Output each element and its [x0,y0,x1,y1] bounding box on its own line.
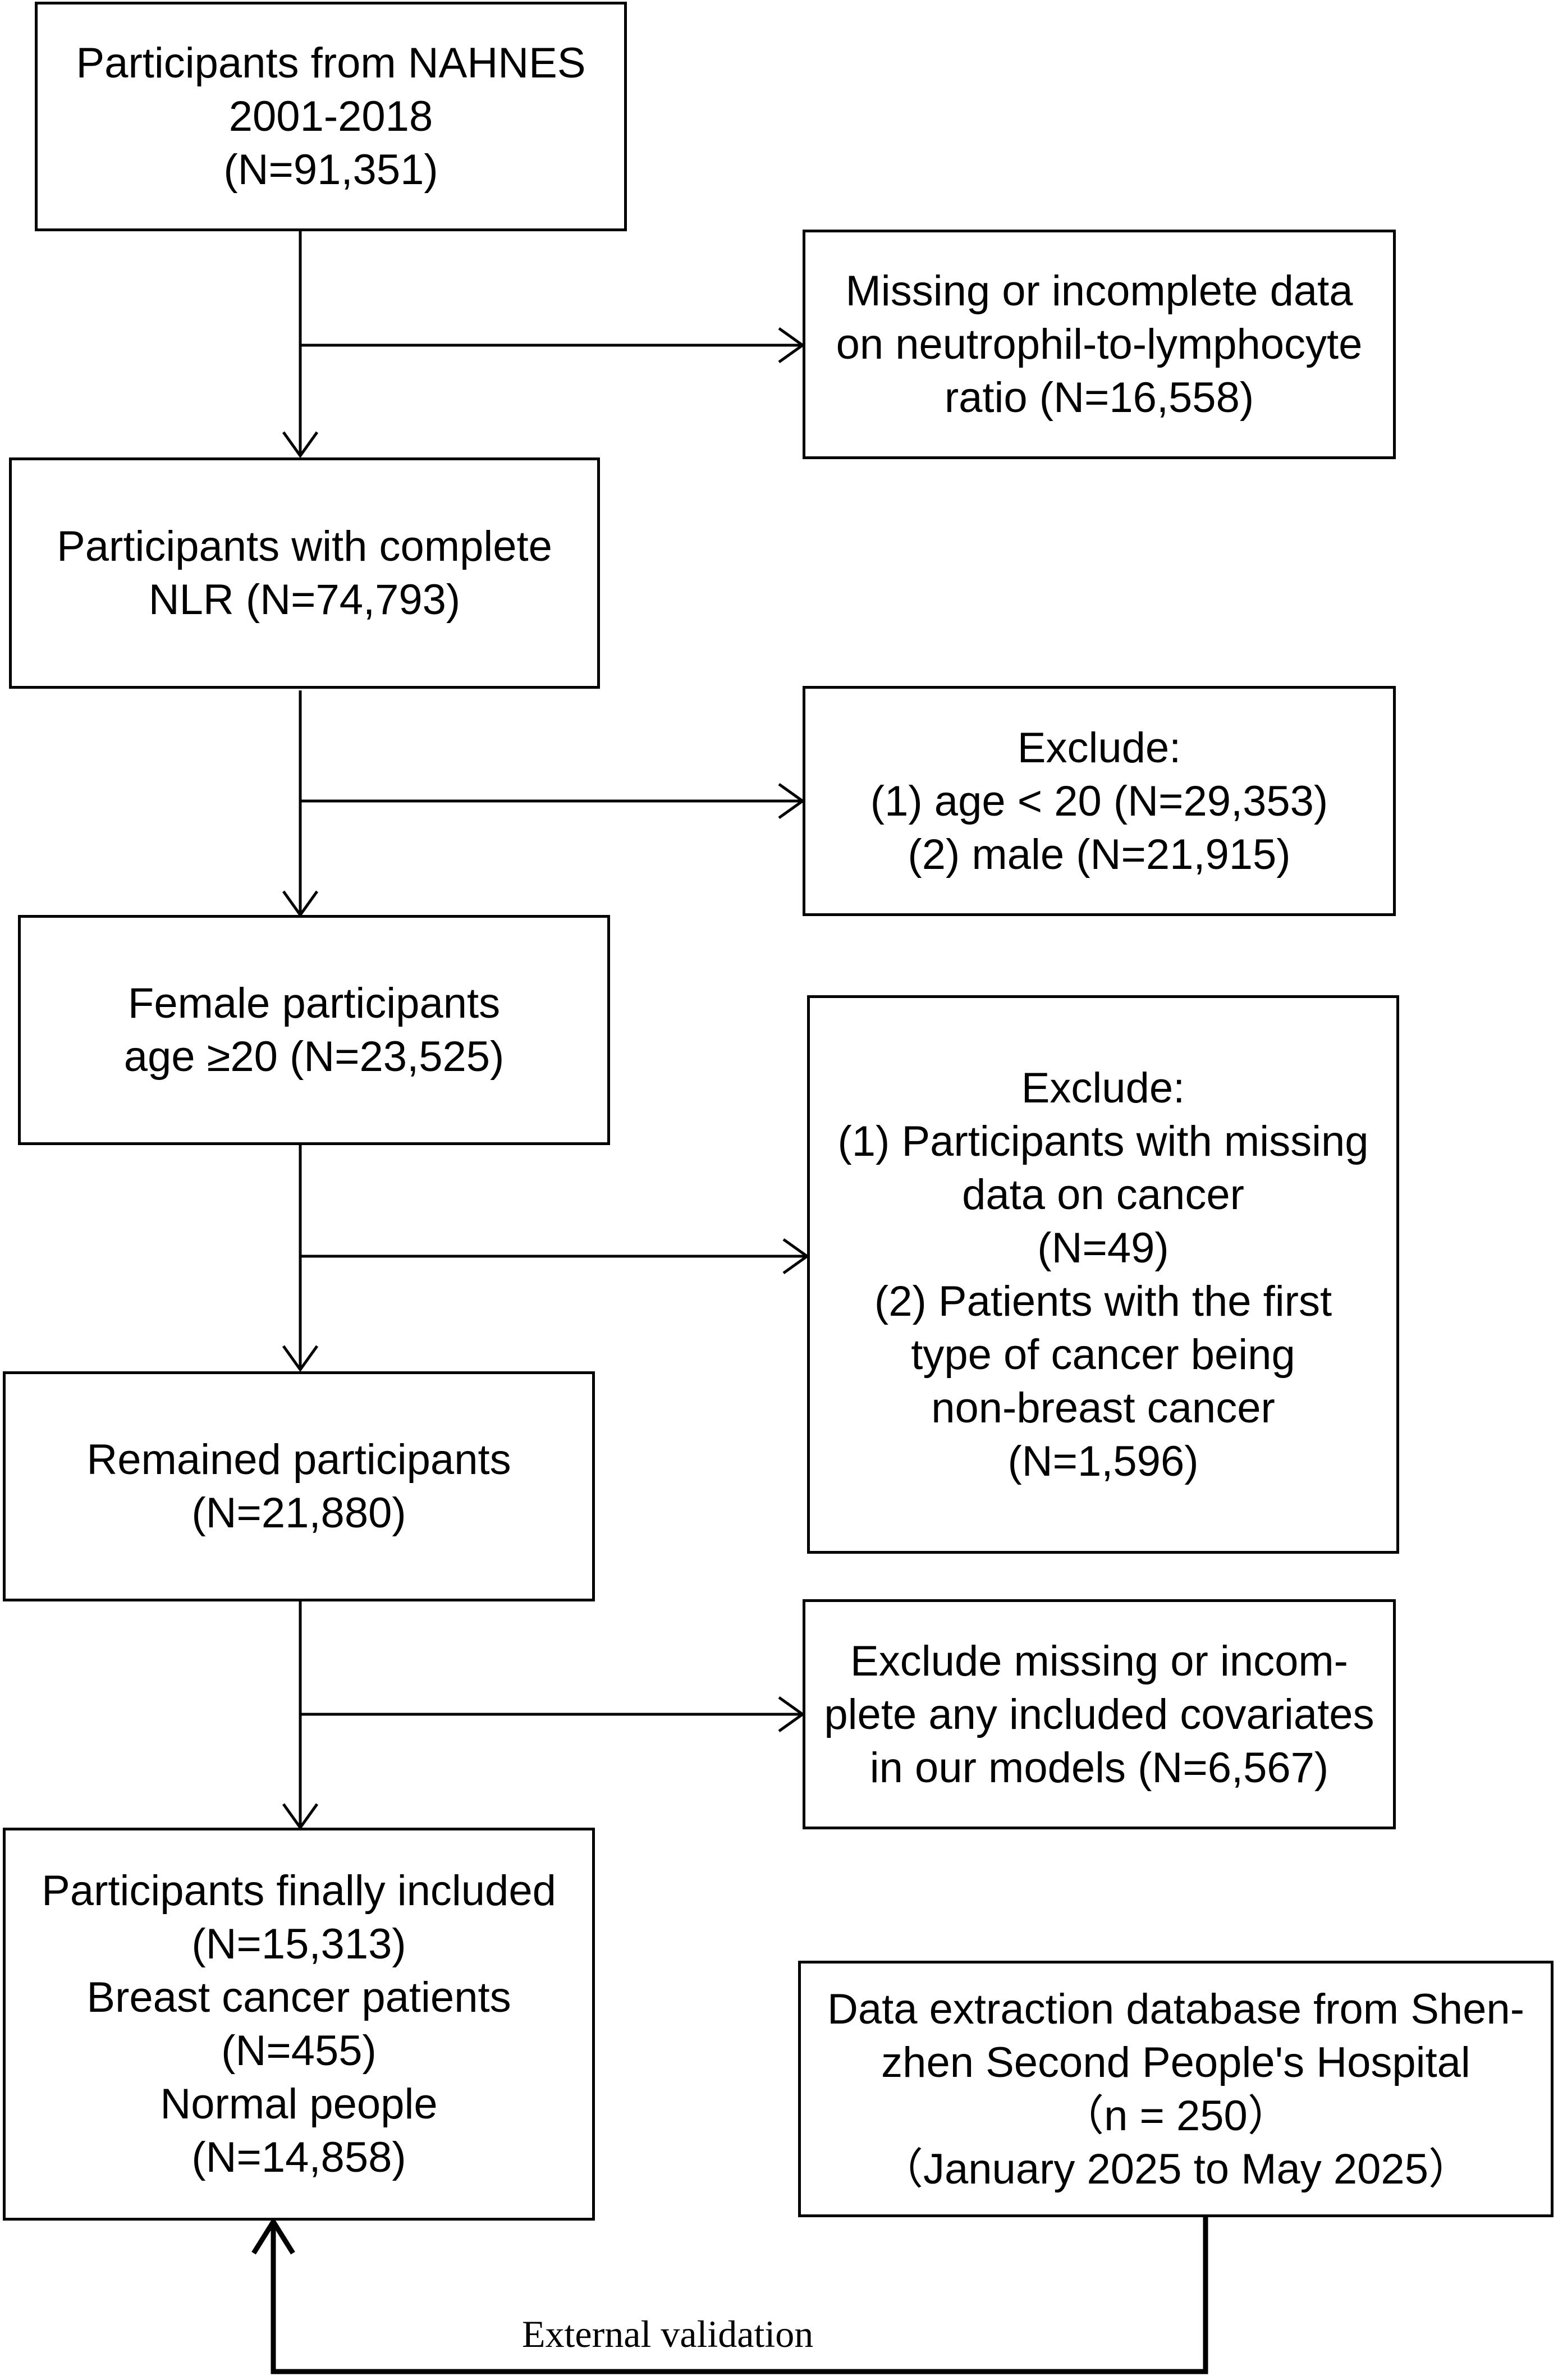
box-text-line: Normal people [160,2080,438,2128]
box-text-line: Exclude missing or incom- [850,1637,1348,1685]
box-text-line: (2) Patients with the first [874,1277,1332,1325]
arrowhead-b3 [282,431,319,459]
external-validation-label: External validation [522,2313,814,2355]
box-text-line: Missing or incomplete data [845,267,1353,315]
box-text-line: Participants with complete [57,523,552,570]
box-text-line: non-breast cancer [931,1384,1275,1432]
box-text-line: on neutrophil-to-lymphocyte [836,321,1363,368]
box-exclude-covariates: Exclude missing or incom- plete any incl… [803,1599,1396,1829]
box-remained-participants: Remained participants (N=21,880) [3,1371,595,1601]
box-text-line: （n = 250） [1061,2091,1290,2140]
box-text-line: NLR (N=74,793) [148,576,461,624]
box-text-line: Breast cancer patients [86,1974,511,2021]
box-missing-nlr: Missing or incomplete data on neutrophil… [803,230,1396,459]
box-final-included: Participants finally included (N=15,313)… [3,1828,595,2221]
arrowhead-b7 [282,1345,319,1372]
box-text-line: (2) male (N=21,915) [908,830,1291,878]
box-exclude-cancer: Exclude: (1) Participants with missing d… [807,995,1399,1554]
box-shenzhen-external-data: Data extraction database from Shen- zhen… [798,1961,1554,2217]
box-text-line: data on cancer [962,1170,1244,1219]
box-nhanes-participants: Participants from NAHNES 2001-2018 (N=91… [35,2,627,231]
box-text-line: Participants from NAHNES [76,39,586,87]
box-text-line: ratio (N=16,558) [944,374,1254,422]
external-validation-arrow [271,2217,1208,2374]
box-text-line: plete any included covariates [824,1690,1374,1738]
box-text-line: age ≥20 (N=23,525) [123,1033,505,1081]
box-exclude-age-male: Exclude: (1) age < 20 (N=29,353) (2) mal… [803,686,1396,916]
box-complete-nlr: Participants with complete NLR (N=74,793… [9,457,600,689]
arrowhead-external-validation [251,2217,295,2255]
box-text-line: (N=455) [221,2027,377,2075]
box-text-line: Exclude: [1021,1064,1185,1112]
box-text-line: Data extraction database from Shen- [827,1985,1524,2033]
box-text-line: (N=91,351) [223,146,438,194]
box-text-line: (N=49) [1037,1224,1169,1272]
box-text-line: zhen Second People's Hospital [881,2038,1470,2086]
box-female-participants: Female participants age ≥20 (N=23,525) [18,915,610,1145]
box-text-line: in our models (N=6,567) [869,1743,1329,1792]
box-text-line: (N=1,596) [1007,1437,1199,1485]
box-text-line: Remained participants [86,1436,511,1484]
box-text-line: (1) Participants with missing [837,1117,1369,1165]
box-text-line: Female participants [127,980,501,1027]
box-text-line: (N=21,880) [191,1489,406,1537]
box-text-line: (N=14,858) [191,2134,406,2181]
box-text-line: Participants finally included [42,1867,556,1915]
box-text-line: (N=15,313) [191,1920,406,1968]
box-text-line: (1) age < 20 (N=29,353) [870,777,1328,825]
box-text-line: Exclude: [1017,724,1181,772]
box-text-line: type of cancer being [911,1330,1295,1379]
box-text-line: （January 2025 to May 2025） [881,2145,1471,2193]
box-text-line: 2001-2018 [228,93,433,140]
